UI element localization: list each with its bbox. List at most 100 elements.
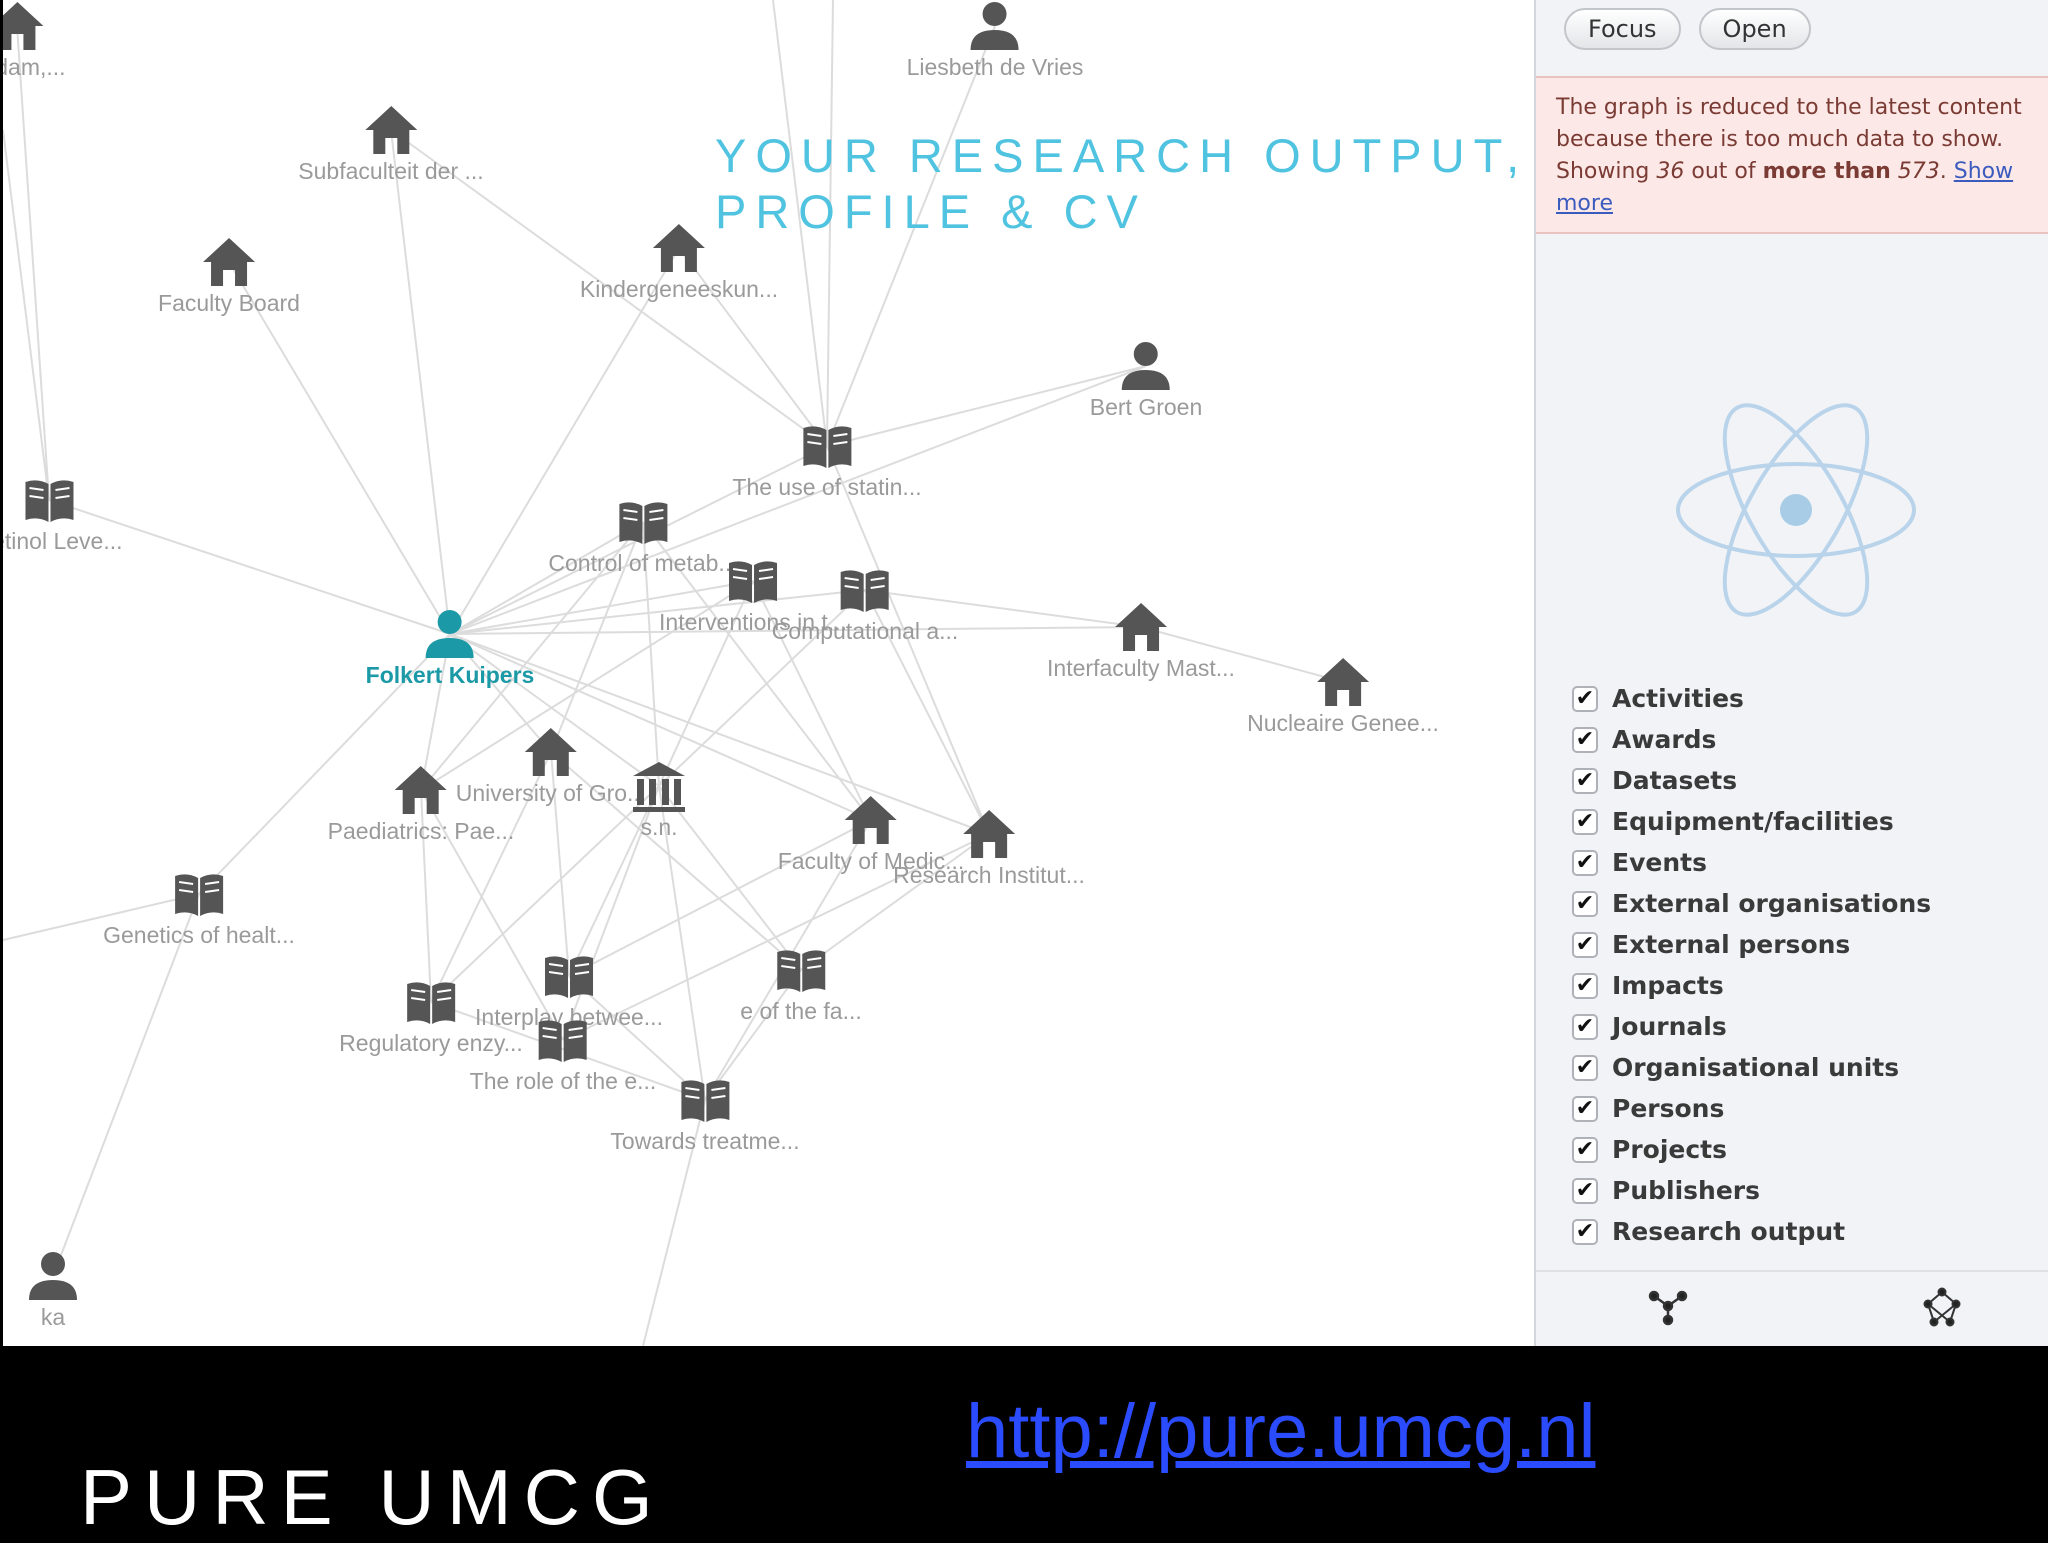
graph-node[interactable]: Subfaculteit der ... <box>298 104 484 185</box>
research-output-icon <box>837 564 893 616</box>
graph-edge <box>550 751 570 977</box>
filter-item[interactable]: ✔Projects <box>1572 1129 1931 1170</box>
open-button[interactable]: Open <box>1698 8 1811 50</box>
force-layout-icon[interactable] <box>1920 1286 1964 1334</box>
graph-node[interactable]: Computational a... <box>771 564 959 645</box>
graph-edge <box>752 580 872 821</box>
graph-node[interactable]: Retinol Leve... <box>3 474 123 555</box>
graph-edge <box>772 0 828 447</box>
graph-edge <box>198 633 451 895</box>
graph-node[interactable]: Kindergeneeskun... <box>580 222 778 303</box>
graph-node-label: Retinol Leve... <box>3 528 123 554</box>
graph-node-label: s.n. <box>640 814 678 840</box>
graph-node[interactable]: e of the fa... <box>740 944 862 1025</box>
notice-text-2: out of <box>1684 159 1763 184</box>
graph-node[interactable]: ka <box>25 1250 81 1331</box>
tree-layout-icon[interactable] <box>1646 1286 1690 1334</box>
filter-item[interactable]: ✔Impacts <box>1572 965 1931 1006</box>
filter-item[interactable]: ✔Research output <box>1572 1211 1931 1252</box>
graph-node[interactable]: University of Gro... <box>456 726 646 807</box>
atom-icon <box>1676 372 1916 652</box>
filter-checkbox[interactable]: ✔ <box>1572 849 1598 876</box>
filter-checkbox[interactable]: ✔ <box>1572 726 1598 753</box>
graph-edge <box>568 975 706 1101</box>
filter-item[interactable]: ✔Datasets <box>1572 760 1931 801</box>
graph-node[interactable]: Liesbeth de Vries <box>907 0 1083 81</box>
filter-item[interactable]: ✔Persons <box>1572 1088 1931 1129</box>
person-icon <box>1118 340 1174 392</box>
graph-node-label: Bert Groen <box>1089 394 1203 420</box>
filter-checkbox[interactable]: ✔ <box>1572 890 1598 917</box>
graph-node[interactable]: Paediatrics: Pae... <box>328 764 514 845</box>
graph-edge <box>864 589 1142 628</box>
graph-node[interactable]: Interfaculty Mast... <box>1047 601 1235 682</box>
graph-node[interactable]: Bert Groen <box>1089 340 1203 421</box>
graph-edge <box>420 521 644 791</box>
filter-item[interactable]: ✔ Equipment/facilities <box>1572 801 1931 842</box>
filter-item[interactable]: ✔Publishers <box>1572 1170 1931 1211</box>
graph-node-label: Faculty of Medic... <box>777 848 965 874</box>
notice-text-4: . <box>1939 159 1954 184</box>
filter-item[interactable]: ✔ Organisational units <box>1572 1047 1931 1088</box>
graph-node[interactable]: Regulatory enzy... <box>339 976 523 1057</box>
reduced-graph-notice: The graph is reduced to the latest conte… <box>1536 76 2048 234</box>
graph-node-label: Computational a... <box>771 618 959 644</box>
filter-checkbox[interactable]: ✔ <box>1572 808 1598 835</box>
filter-label: Journals <box>1612 1012 1727 1041</box>
filter-item[interactable]: ✔ Awards <box>1572 719 1931 760</box>
filter-checkbox[interactable]: ✔ <box>1572 1054 1598 1081</box>
filter-checkbox[interactable]: ✔ <box>1572 1177 1598 1204</box>
filter-item[interactable]: ✔Activities <box>1572 678 1931 719</box>
graph-node[interactable]: Nucleaire Genee... <box>1247 656 1439 737</box>
graph-edge <box>48 499 451 635</box>
notice-shown-count: 36 <box>1656 159 1685 184</box>
focus-button[interactable]: Focus <box>1564 8 1681 50</box>
filter-checkbox[interactable]: ✔ <box>1572 1136 1598 1163</box>
show-more-link[interactable]: Show more <box>1556 159 2014 216</box>
graph-node[interactable]: The use of statin... <box>732 420 922 501</box>
notice-total-count: 573 <box>1897 159 1940 184</box>
graph-edge <box>449 521 644 635</box>
graph-node-label: University of Gro... <box>455 780 647 806</box>
graph-node[interactable]: Towards treatme... <box>610 1074 800 1155</box>
filter-checkbox[interactable]: ✔ <box>1572 931 1598 958</box>
graph-edge <box>658 589 866 787</box>
filter-checkbox[interactable]: ✔ <box>1572 1013 1598 1040</box>
filter-item[interactable]: ✔ Journals <box>1572 1006 1931 1047</box>
filter-checkbox[interactable]: ✔ <box>1572 1095 1598 1122</box>
filter-label: Equipment/facilities <box>1612 807 1894 836</box>
filter-checkbox[interactable]: ✔ <box>1572 1218 1598 1245</box>
filter-label: Awards <box>1612 725 1717 754</box>
filter-checkbox[interactable]: ✔ <box>1572 972 1598 999</box>
graph-node[interactable]: Folkert Kuipers <box>366 608 534 689</box>
graph-node[interactable]: Genetics of healt... <box>103 868 295 949</box>
person-icon <box>25 1250 81 1302</box>
graph-node[interactable]: Research Institut... <box>893 808 1085 889</box>
graph-node[interactable]: The role of the e... <box>470 1014 656 1095</box>
graph-edge <box>390 129 451 635</box>
graph-edge <box>420 633 451 791</box>
graph-node[interactable]: terdam,... <box>3 0 66 81</box>
research-output-icon <box>21 474 77 526</box>
graph-node[interactable]: Faculty Board <box>158 236 300 317</box>
type-filter-list: ✔Activities✔Awards✔Datasets✔Equipment/fa… <box>1572 678 1931 1252</box>
footer-title: PURE UMCG <box>80 1453 665 1541</box>
graph-node[interactable]: Interplay betwee... <box>475 950 663 1031</box>
filter-label: Organisational units <box>1612 1053 1900 1082</box>
filter-item[interactable]: ✔Events <box>1572 842 1931 883</box>
graph-edge <box>449 633 660 787</box>
graph-node[interactable]: s.n. <box>631 760 687 841</box>
graph-node[interactable]: Interventions in t... <box>659 555 847 636</box>
graph-node-label: Research Institut... <box>893 862 1085 888</box>
filter-checkbox[interactable]: ✔ <box>1572 767 1598 794</box>
graph-node-label: Towards treatme... <box>610 1128 800 1154</box>
graph-node[interactable]: Control of metab... <box>548 496 738 577</box>
graph-node[interactable]: Faculty of Medic... <box>777 794 965 875</box>
graph-node-label: Interventions in t... <box>659 609 847 635</box>
filter-item[interactable]: ✔External persons <box>1572 924 1931 965</box>
graph-edge <box>449 633 990 835</box>
filter-item[interactable]: ✔External organisations <box>1572 883 1931 924</box>
footer-url-link[interactable]: http://pure.umcg.nl <box>966 1389 1596 1474</box>
filter-checkbox[interactable]: ✔ <box>1572 685 1598 712</box>
